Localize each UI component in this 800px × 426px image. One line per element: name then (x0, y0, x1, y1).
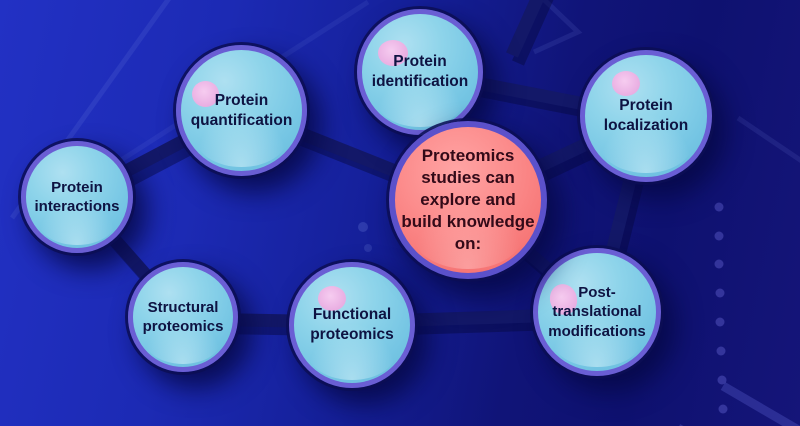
node-protein-quantification: Protein quantification (176, 45, 307, 176)
node-label: Post-translational modifications (548, 284, 646, 340)
node-structural-proteomics: Structural proteomics (128, 262, 238, 372)
gloss-highlight-icon (191, 81, 219, 108)
hub-label: Proteomics studies can explore and build… (401, 145, 535, 254)
node-functional-proteomics: Functional proteomics (289, 262, 415, 388)
gloss-highlight-icon (318, 285, 347, 311)
node-label: Functional proteomics (310, 306, 394, 343)
node-protein-identification: Protein identification (357, 9, 483, 135)
node-label: Protein interactions (34, 178, 120, 215)
gloss-highlight-icon (378, 39, 409, 66)
node-label: Protein localization (603, 97, 689, 134)
node-protein-interactions: Protein interactions (21, 141, 133, 253)
node-protein-localization: Protein localization (580, 50, 712, 182)
node-post-translational-modifications: Post-translational modifications (533, 248, 661, 376)
node-label: Protein quantification (190, 91, 293, 129)
edge-identification-top (506, 0, 544, 58)
node-label: Protein identification (371, 53, 469, 90)
hub-proteomics-studies: Proteomics studies can explore and build… (389, 121, 547, 279)
gloss-highlight-icon (611, 70, 640, 96)
node-label: Structural proteomics (142, 298, 224, 335)
